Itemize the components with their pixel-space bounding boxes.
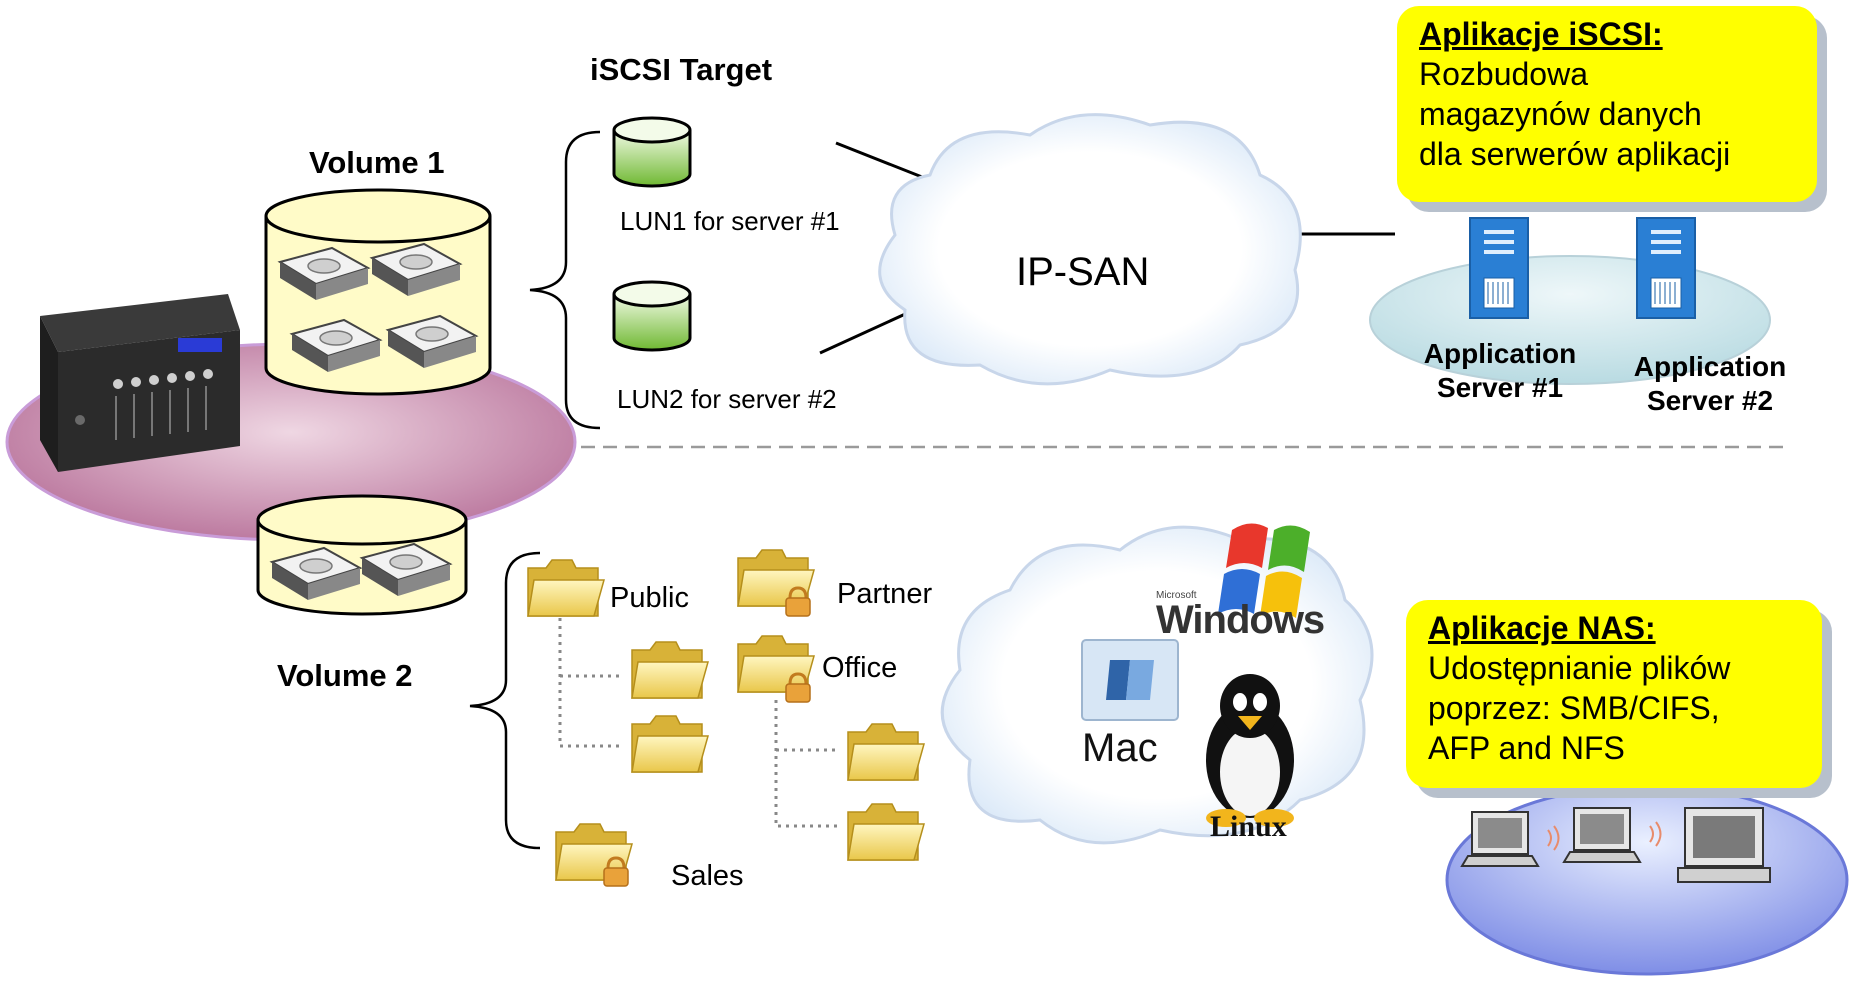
nas-apps-heading: Aplikacje NAS: bbox=[1428, 610, 1656, 646]
nas-apps-line-1: Udostępnianie plików bbox=[1428, 650, 1731, 686]
linux-tux-icon bbox=[1206, 674, 1294, 827]
app-server-2-line2: Server #2 bbox=[1646, 385, 1774, 416]
linux-label: Linux bbox=[1210, 810, 1287, 843]
lun-2-icon bbox=[612, 280, 692, 352]
desktop-icon bbox=[1677, 807, 1771, 883]
iscsi-apps-note: Aplikacje iSCSI: Rozbudowa magazynów dan… bbox=[1397, 6, 1817, 202]
nas-apps-line-2: poprzez: SMB/CIFS, bbox=[1428, 690, 1720, 726]
volume-2-label: Volume 2 bbox=[277, 658, 413, 693]
folder-office-icon bbox=[737, 635, 815, 704]
laptop-1-icon bbox=[1461, 811, 1539, 867]
lun-1-label: LUN1 for server #1 bbox=[620, 206, 840, 236]
folder-public-sub1-icon bbox=[631, 641, 709, 699]
folder-office-label: Office bbox=[822, 652, 898, 684]
app-server-1-line2: Server #1 bbox=[1436, 372, 1564, 403]
folder-sales-label: Sales bbox=[671, 860, 744, 892]
iscsi-apps-heading: Aplikacje iSCSI: bbox=[1419, 16, 1663, 52]
folder-partner-label: Partner bbox=[837, 578, 933, 610]
folder-public-icon bbox=[527, 559, 605, 617]
volume-1-label: Volume 1 bbox=[309, 145, 445, 180]
folder-public-sub2-icon bbox=[631, 715, 709, 773]
folder-office-sub2-icon bbox=[847, 803, 925, 861]
lun-1-icon bbox=[612, 116, 692, 188]
nas-apps-line-3: AFP and NFS bbox=[1428, 730, 1625, 766]
ipsan-cloud bbox=[878, 113, 1302, 386]
folder-public-label: Public bbox=[610, 582, 689, 614]
laptop-2-icon bbox=[1563, 807, 1641, 863]
wireless-waves bbox=[1547, 821, 1662, 851]
nas-device-icon bbox=[40, 294, 240, 472]
mac-label: Mac bbox=[1082, 726, 1158, 770]
app-server-2-icon bbox=[1636, 217, 1696, 319]
iscsi-apps-line-1: Rozbudowa bbox=[1419, 56, 1588, 92]
iscsi-target-title: iSCSI Target bbox=[590, 52, 773, 87]
windows-logo-icon bbox=[1218, 523, 1310, 618]
folder-office-sub1-icon bbox=[847, 723, 925, 781]
volume-1-brace bbox=[529, 130, 601, 430]
app-server-1-icon bbox=[1469, 217, 1529, 319]
volume-2-cylinder bbox=[256, 494, 468, 616]
folder-sales-icon bbox=[555, 823, 633, 888]
nas-apps-note: Aplikacje NAS: Udostępnianie plików popr… bbox=[1406, 600, 1822, 788]
app-server-1-label: Application Server #1 bbox=[1415, 337, 1585, 405]
iscsi-apps-line-2: magazynów danych bbox=[1419, 96, 1702, 132]
mac-logo-icon bbox=[1081, 639, 1179, 721]
folder-tree-lines bbox=[558, 618, 840, 828]
lun-2-label: LUN2 for server #2 bbox=[617, 384, 837, 414]
ipsan-label: IP-SAN bbox=[1016, 250, 1150, 294]
volume-2-brace bbox=[469, 551, 541, 850]
app-server-2-label: Application Server #2 bbox=[1625, 350, 1795, 418]
iscsi-apps-line-3: dla serwerów aplikacji bbox=[1419, 136, 1731, 172]
windows-label: Windows bbox=[1156, 598, 1325, 642]
windows-small-label: Microsoft bbox=[1156, 590, 1197, 601]
app-server-2-line1: Application bbox=[1633, 351, 1787, 382]
folder-partner-icon bbox=[737, 549, 815, 618]
volume-1-cylinder bbox=[264, 188, 492, 396]
app-server-1-line1: Application bbox=[1423, 338, 1577, 369]
